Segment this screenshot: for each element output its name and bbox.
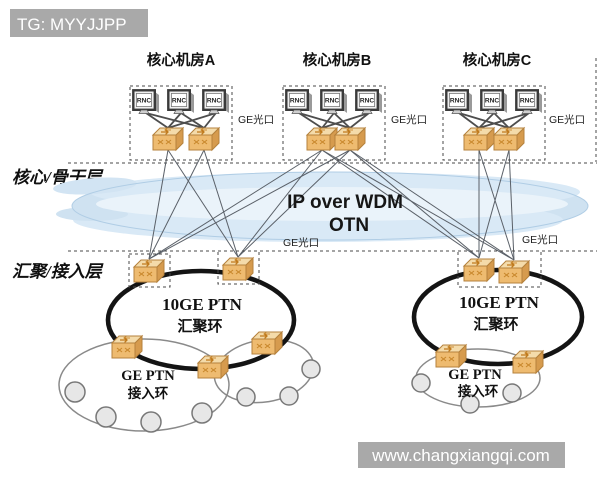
access-node [460, 394, 480, 414]
rnc-icon [202, 89, 230, 115]
core-room-c-links [458, 112, 530, 129]
ptn-node-icon [498, 260, 530, 284]
core-room-a-links [145, 112, 217, 129]
core-room-a: 核心机房A GE光口 [129, 51, 274, 161]
cloud-port-label-right: GE光口 [522, 233, 558, 246]
ptn-node-icon [512, 350, 544, 374]
aggregation-ring-left: 10GE PTN 汇聚环 [105, 250, 297, 379]
core-room-a-title: 核心机房A [147, 51, 216, 69]
access-ring-left-curve [58, 338, 230, 432]
rnc-icon [355, 89, 383, 115]
core-room-b-links [298, 112, 370, 129]
ptn-node-icon [251, 331, 283, 355]
rnc-icon [285, 89, 313, 115]
aggregation-ring-left-name-line1: 10GE PTN [162, 295, 243, 314]
access-node [411, 373, 431, 393]
ptn-node-icon [435, 344, 467, 368]
ptn-node-boundary [128, 253, 171, 288]
access-ring-right-name-line1: GE PTN [448, 367, 502, 383]
aggregation-ring-right-curve [411, 267, 585, 367]
core-room-b: 核心机房B GE光口 [282, 51, 427, 161]
core-router-icon [334, 127, 366, 151]
access-ring-right: GE PTN 接入环 [411, 348, 541, 414]
rnc-icon [320, 89, 348, 115]
core-room-b-title: 核心机房B [303, 51, 371, 69]
wdm-otn-cloud [53, 171, 589, 242]
watermark-bottom-right: www.changxiangqi.com [358, 442, 565, 468]
core-room-a-port-label: GE光口 [238, 113, 274, 126]
rnc-icon [132, 89, 160, 115]
ptn-node-icon [133, 259, 165, 283]
core-room-c-port-label: GE光口 [549, 113, 585, 126]
core-router-icon [306, 127, 338, 151]
rnc-icon [515, 89, 543, 115]
core-to-aggregation-links [148, 149, 515, 261]
access-node [140, 411, 162, 433]
cloud-title-line1: IP over WDM [287, 192, 403, 213]
aggregation-ring-right: 10GE PTN 汇聚环 [411, 250, 585, 374]
watermark-top-left: TG: MYYJJPP [10, 9, 148, 37]
access-ring-left-name-line1: GE PTN [121, 368, 175, 384]
ptn-node-icon [197, 355, 229, 379]
core-router-icon [188, 127, 220, 151]
core-room-b-boundary [282, 85, 386, 161]
access-ring-right-name-line2: 接入环 [458, 383, 499, 399]
core-room-c-boundary [442, 85, 546, 161]
rnc-icon [480, 89, 508, 115]
core-room-b-port-label: GE光口 [391, 113, 427, 126]
core-router-icon [493, 127, 525, 151]
access-ring-left: GE PTN 接入环 [58, 338, 321, 433]
watermark-top-left-text: TG: MYYJJPP [17, 15, 127, 34]
watermark-bottom-right-bg [358, 442, 565, 468]
core-router-icon [152, 127, 184, 151]
ptn-node-icon [222, 257, 254, 281]
ptn-node-icon [111, 335, 143, 359]
access-node [301, 359, 321, 379]
access-node [502, 383, 522, 403]
access-node [95, 406, 117, 428]
cloud-title-line2: OTN [329, 215, 369, 236]
access-node [64, 381, 86, 403]
rnc-icon [167, 89, 195, 115]
ptn-node-icon [463, 258, 495, 282]
aggregation-ring-right-name-line1: 10GE PTN [459, 293, 540, 312]
core-room-c-title: 核心机房C [463, 51, 532, 69]
cloud-port-label-left: GE光口 [283, 236, 319, 249]
watermark-top-left-bg [10, 9, 148, 37]
access-ring-left-name-line2: 接入环 [128, 385, 169, 401]
access-node [191, 402, 213, 424]
aggregation-ring-left-name-line2: 汇聚环 [177, 318, 222, 335]
core-room-a-boundary [129, 85, 233, 161]
rnc-icon [445, 89, 473, 115]
aggregation-access-layer-label: 汇聚/接入层 [12, 262, 104, 281]
access-node [279, 386, 299, 406]
aggregation-ring-right-name-line2: 汇聚环 [473, 316, 518, 333]
access-node [236, 387, 256, 407]
watermark-bottom-right-text: www.changxiangqi.com [371, 446, 550, 465]
ptn-node-boundary [217, 250, 260, 285]
core-room-c: 核心机房C GE光口 [442, 51, 585, 161]
core-router-icon [463, 127, 495, 151]
